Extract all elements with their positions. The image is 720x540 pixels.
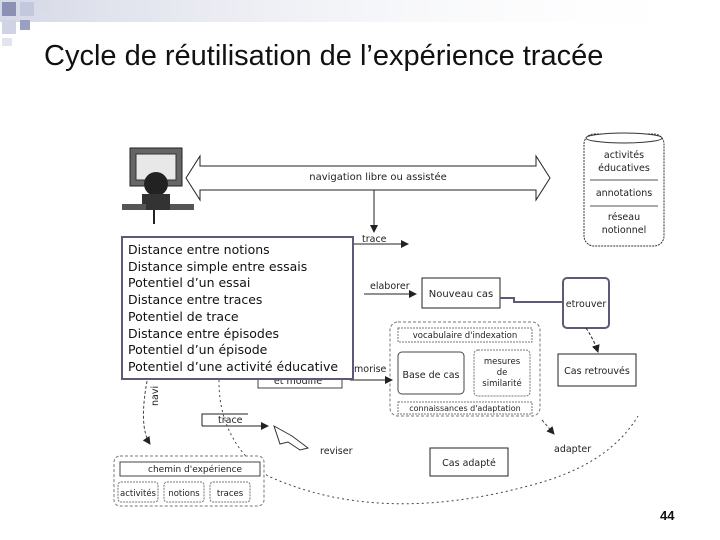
distance-potential-overlay: Distance entre notions Distance simple e… — [121, 236, 354, 380]
overlay-line: Distance entre notions — [128, 242, 270, 257]
trace-bottom-label: trace — [218, 415, 243, 426]
modifie-label: et modifié — [274, 376, 322, 387]
vocab-label: vocabulaire d'indexation — [413, 331, 518, 341]
navigation-arrow: navigation libre ou assistée — [185, 154, 551, 202]
memoriser-label: morise — [354, 364, 387, 375]
db-item-activites-2: éducatives — [598, 163, 650, 174]
connaissances-label: connaissances d'adaptation — [409, 404, 521, 413]
bottom-item-notions: notions — [168, 489, 200, 499]
trace-top-label: trace — [362, 234, 387, 245]
similarite-label: similarité — [482, 378, 521, 389]
elaborer-label: elaborer — [370, 281, 410, 292]
computer-user-icon — [122, 147, 194, 224]
corner-decoration — [0, 0, 720, 46]
cas-adapte-label: Cas adapté — [442, 458, 496, 469]
reviser-label: reviser — [320, 446, 353, 457]
adapter-label: adapter — [554, 444, 591, 455]
reuse-cycle-diagram: navigation libre ou assistée activités é… — [113, 132, 665, 507]
overlay-line: Potentiel d’un épisode — [128, 342, 268, 358]
chemin-label: chemin d'expérience — [148, 464, 243, 475]
overlay-line: Potentiel d’une activité éducative — [128, 358, 339, 374]
page-number: 44 — [660, 508, 675, 523]
base-cas-label: Base de cas — [402, 370, 459, 381]
de-label: de — [497, 368, 508, 378]
retrouver-label: etrouver — [566, 299, 607, 310]
navigation-label: navigation libre ou assistée — [309, 171, 447, 183]
bottom-item-traces: traces — [217, 489, 244, 499]
cas-retrouves-label: Cas retrouvés — [564, 366, 630, 377]
overlay-line: Distance entre épisodes — [128, 325, 280, 341]
navigation-vertical-label: navi — [150, 386, 161, 406]
overlay-line: Distance entre traces — [128, 292, 263, 308]
overlay-line: Potentiel d’un essai — [128, 275, 251, 291]
bottom-item-activites: activités — [120, 488, 157, 499]
knowledge-container: vocabulaire d'indexation Base de cas mes… — [389, 321, 541, 417]
db-item-reseau-1: réseau — [608, 212, 640, 223]
overlay-line: Distance simple entre essais — [128, 258, 308, 274]
db-item-annotations: annotations — [596, 188, 652, 199]
experience-path-box: chemin d'expérience activités notions tr… — [113, 455, 265, 507]
database-cylinder: activités éducatives annotations réseau … — [583, 132, 665, 247]
mesures-label: mesures — [484, 357, 521, 367]
nouveau-cas-label: Nouveau cas — [429, 289, 494, 300]
db-item-activites-1: activités — [604, 150, 644, 161]
db-item-reseau-2: notionnel — [602, 225, 647, 236]
slide-title: Cycle de réutilisation de l’expérience t… — [44, 40, 604, 72]
overlay-line: Potentiel de trace — [128, 308, 239, 324]
